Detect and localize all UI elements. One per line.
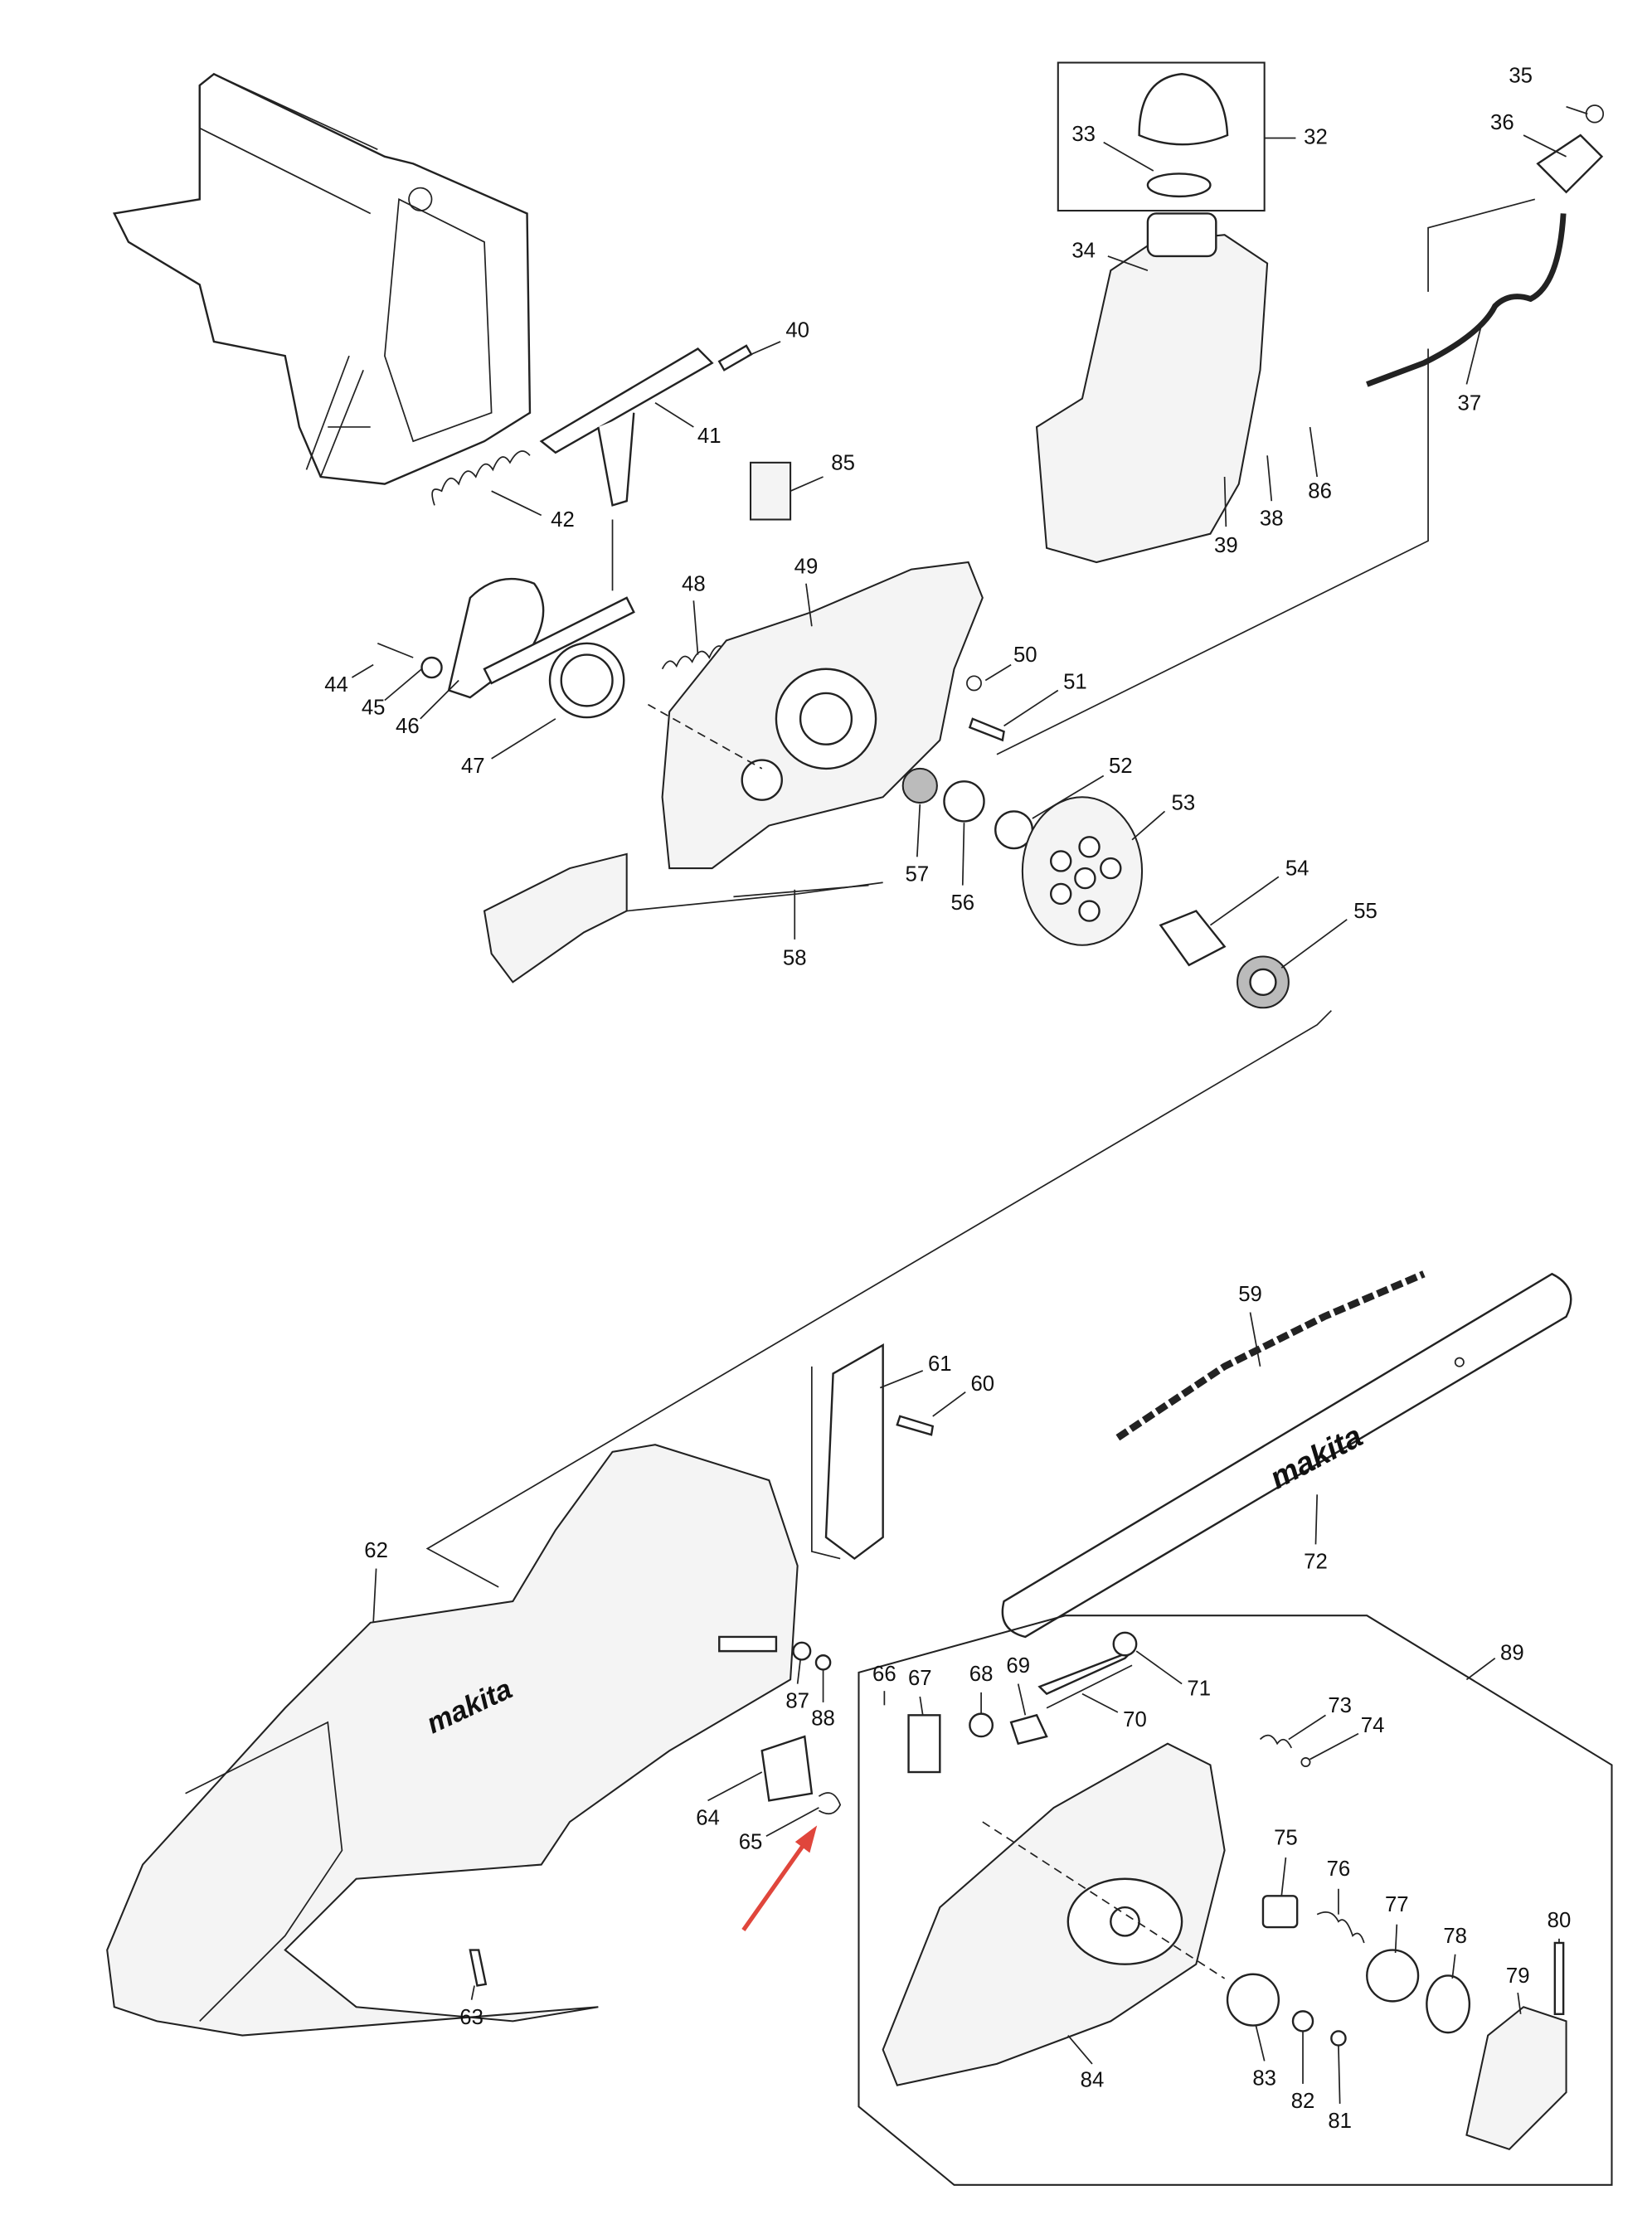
part-label-49: 49	[794, 556, 819, 579]
part-label-88: 88	[811, 1707, 835, 1730]
part-label-85: 85	[831, 451, 855, 474]
part-label-78: 78	[1443, 1925, 1467, 1948]
part-label-33: 33	[1071, 123, 1096, 146]
part-label-59: 59	[1238, 1283, 1262, 1306]
oil-hose	[1366, 213, 1567, 387]
part-label-34: 34	[1071, 240, 1096, 263]
part-label-52: 52	[1109, 755, 1133, 778]
part-label-72: 72	[1304, 1550, 1328, 1573]
part-label-56: 56	[950, 891, 974, 915]
oil-cap	[1138, 73, 1229, 198]
part-label-76: 76	[1327, 1858, 1351, 1881]
part-label-73: 73	[1328, 1694, 1352, 1717]
part-label-87: 87	[785, 1690, 809, 1713]
part-label-57: 57	[906, 862, 930, 886]
part-label-79: 79	[1506, 1964, 1530, 1988]
part-label-77: 77	[1385, 1893, 1409, 1916]
guide-bar: makita	[1001, 1272, 1572, 1639]
part-label-55: 55	[1353, 900, 1377, 923]
part-label-68: 68	[969, 1663, 994, 1686]
part-label-45: 45	[362, 697, 386, 720]
part-label-75: 75	[1274, 1826, 1298, 1849]
frame-32	[1057, 61, 1266, 212]
part-label-58: 58	[783, 947, 807, 970]
part-label-35: 35	[1509, 64, 1533, 87]
part-label-42: 42	[551, 508, 575, 532]
part-labels: 35 36 32 33 34 40 41 37 85 42 38 86 39 4…	[324, 64, 1571, 2133]
callout-arrow	[741, 1825, 818, 1932]
part-label-63: 63	[459, 2006, 483, 2029]
part-label-37: 37	[1458, 391, 1482, 415]
part-label-64: 64	[696, 1806, 720, 1829]
gear	[1021, 796, 1144, 946]
part-label-41: 41	[697, 425, 722, 448]
part-label-74: 74	[1361, 1714, 1385, 1737]
frame-89	[858, 1615, 1613, 2186]
part-label-40: 40	[785, 319, 809, 342]
gear-housing	[661, 561, 984, 870]
part-label-83: 83	[1252, 2067, 1276, 2091]
part-label-53: 53	[1172, 792, 1196, 815]
part-label-51: 51	[1063, 671, 1087, 694]
part-label-71: 71	[1187, 1677, 1211, 1700]
part-label-80: 80	[1548, 1909, 1572, 1932]
motor-housing	[112, 72, 532, 485]
part-label-81: 81	[1328, 2110, 1352, 2133]
part-label-65: 65	[739, 1831, 763, 1854]
part-label-66: 66	[872, 1663, 896, 1686]
part-label-60: 60	[970, 1372, 994, 1396]
part-label-69: 69	[1006, 1654, 1030, 1678]
sprocket-cover	[882, 1742, 1226, 2086]
part-label-48: 48	[682, 572, 706, 595]
part-label-82: 82	[1291, 2090, 1315, 2113]
part-label-32: 32	[1304, 125, 1328, 148]
part-label-70: 70	[1123, 1708, 1147, 1731]
part-label-67: 67	[908, 1667, 932, 1690]
oil-tank	[1035, 212, 1269, 564]
part-label-46: 46	[396, 715, 420, 738]
saw-chain	[1115, 1270, 1426, 1441]
part-label-54: 54	[1285, 857, 1309, 881]
part-label-84: 84	[1081, 2068, 1105, 2091]
part-label-62: 62	[364, 1539, 388, 1562]
part-label-86: 86	[1308, 480, 1332, 503]
part-label-38: 38	[1260, 507, 1284, 530]
part-label-36: 36	[1490, 111, 1514, 134]
part-label-61: 61	[928, 1352, 952, 1376]
main-housing: makita	[106, 1444, 799, 2037]
leader-lines	[351, 105, 1588, 2104]
part-label-39: 39	[1214, 534, 1238, 557]
part-label-50: 50	[1013, 643, 1037, 667]
part-label-47: 47	[461, 755, 485, 778]
part-label-44: 44	[324, 673, 348, 697]
part-label-89: 89	[1500, 1641, 1524, 1664]
